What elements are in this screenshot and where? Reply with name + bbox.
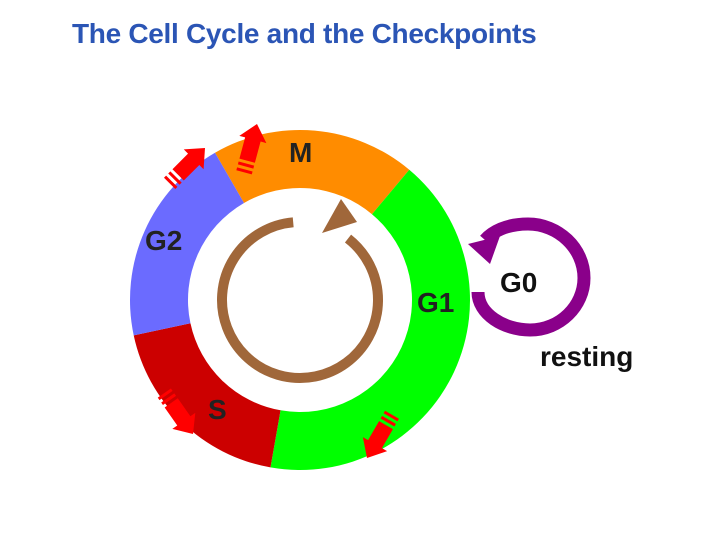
checkpoint-arrow-g1 (362, 410, 399, 458)
g0-loop-arrowhead (468, 236, 500, 264)
checkpoint-arrow-m (236, 124, 267, 175)
phase-s-label: S (208, 394, 227, 425)
resting-label: resting (540, 341, 633, 372)
checkpoint-arrows (157, 124, 399, 458)
checkpoint-arrow-g2m (163, 148, 205, 190)
phase-g1-segment (270, 169, 471, 471)
phase-g2-label: G2 (145, 225, 182, 256)
checkpoint-arrow-g2 (157, 388, 196, 434)
cycle-direction-arrow (217, 217, 383, 383)
page-title: The Cell Cycle and the Checkpoints (72, 18, 537, 49)
cycle-direction-arrowhead (322, 199, 357, 233)
phase-g1-label: G1 (417, 287, 454, 318)
g0-loop-arrow (471, 217, 591, 337)
g0-label: G0 (500, 267, 537, 298)
phase-g2-segment (130, 152, 244, 336)
phase-m-label: M (289, 137, 312, 168)
phase-s-segment (133, 323, 281, 468)
phase-m-segment (215, 130, 410, 215)
